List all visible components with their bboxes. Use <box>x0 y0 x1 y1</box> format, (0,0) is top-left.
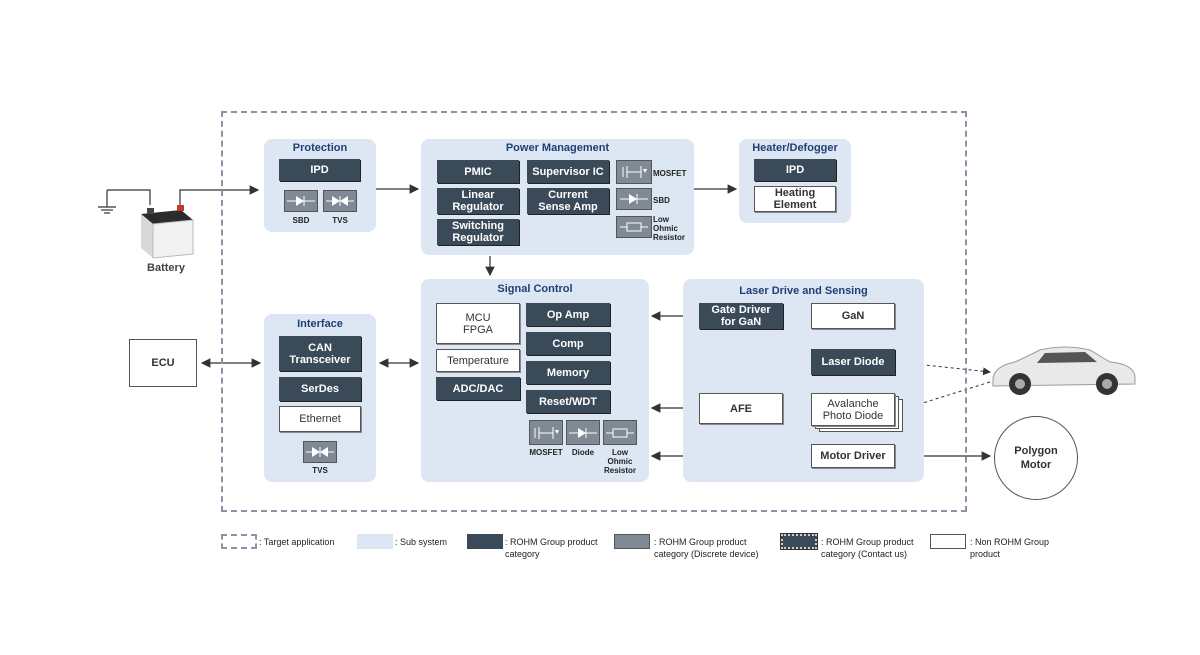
resistor-label: Low Ohmic Resistor <box>653 215 686 242</box>
legend-contact-swatch <box>780 533 818 550</box>
avalanche-photo-diode-box: Avalanche Photo Diode <box>811 393 895 426</box>
legend-discrete-label: : ROHM Group product category (Discrete … <box>654 537 759 559</box>
mosfet-label: MOSFET <box>653 169 687 178</box>
interface-subsystem: Interface CAN Transceiver SerDes Etherne… <box>264 314 376 482</box>
sbd-label: SBD <box>292 216 310 225</box>
afe-box: AFE <box>699 393 783 424</box>
legend-contact-label: : ROHM Group product category (Contact u… <box>821 537 914 559</box>
current-sense-amp-box: Current Sense Amp <box>527 188 609 214</box>
supervisor-ic-box: Supervisor IC <box>527 160 609 183</box>
polygon-motor-circle: Polygon Motor <box>994 416 1078 500</box>
sbd-label: SBD <box>653 196 670 205</box>
adc-dac-box: ADC/DAC <box>436 377 520 400</box>
mosfet-label: MOSFET <box>529 448 563 457</box>
protection-ipd: IPD <box>279 159 360 181</box>
temperature-box: Temperature <box>436 349 520 372</box>
laser-title: Laser Drive and Sensing <box>739 285 868 297</box>
heating-element-box: Heating Element <box>754 186 836 212</box>
ecu-box: ECU <box>129 339 197 387</box>
serdes-box: SerDes <box>279 377 361 401</box>
motor-driver-box: Motor Driver <box>811 444 895 468</box>
legend-non-label: : Non ROHM Group product <box>970 537 1050 559</box>
tvs-icon <box>323 190 357 212</box>
reset-wdt-box: Reset/WDT <box>526 390 610 413</box>
protection-title: Protection <box>292 142 348 154</box>
battery-icon <box>137 200 195 260</box>
power-management-subsystem: Power Management PMIC Supervisor IC Line… <box>421 139 694 255</box>
ethernet-box: Ethernet <box>279 406 361 432</box>
heater-subsystem: Heater/Defogger IPD Heating Element <box>739 139 851 223</box>
legend-sub-label: : Sub system <box>395 537 448 547</box>
legend-discrete-swatch <box>614 534 650 549</box>
target-application-frame <box>221 111 967 512</box>
memory-box: Memory <box>526 361 610 384</box>
tvs-label: TVS <box>332 216 348 225</box>
gate-driver-box: Gate Driver for GaN <box>699 303 783 329</box>
diode-label: Diode <box>571 448 595 457</box>
legend-target-label: : Target application <box>259 537 335 547</box>
legend-non-swatch <box>930 534 966 549</box>
battery-label: Battery <box>147 262 185 274</box>
resistor-label: Low Ohmic Resistor <box>603 448 636 475</box>
protection-subsystem: Protection IPD SBD TVS <box>264 139 376 232</box>
signal-title: Signal Control <box>497 283 573 295</box>
resistor-icon <box>616 216 652 238</box>
legend-rohm-label: : ROHM Group product category <box>505 537 598 559</box>
legend-rohm-swatch <box>467 534 503 549</box>
power-title: Power Management <box>505 142 610 154</box>
switching-regulator-box: Switching Regulator <box>437 219 519 245</box>
legend-target-swatch <box>221 534 257 549</box>
laser-diode-box: Laser Diode <box>811 349 895 375</box>
tvs-label: TVS <box>312 466 328 475</box>
signal-control-subsystem: Signal Control MCU FPGA Temperature ADC/… <box>421 279 649 482</box>
op-amp-box: Op Amp <box>526 303 610 326</box>
interface-title: Interface <box>297 318 343 330</box>
legend-sub-swatch <box>357 534 393 549</box>
linear-regulator-box: Linear Regulator <box>437 188 519 214</box>
car-icon <box>985 340 1140 400</box>
heater-title: Heater/Defogger <box>752 142 838 154</box>
tvs-icon <box>303 441 337 463</box>
can-transceiver-box: CAN Transceiver <box>279 336 361 371</box>
pmic-box: PMIC <box>437 160 519 183</box>
comp-box: Comp <box>526 332 610 355</box>
mcu-fpga-box: MCU FPGA <box>436 303 520 344</box>
diode-icon <box>566 420 600 445</box>
mosfet-icon <box>616 160 652 184</box>
resistor-icon <box>603 420 637 445</box>
gan-box: GaN <box>811 303 895 329</box>
mosfet-icon <box>529 420 563 445</box>
sbd-icon <box>616 188 652 210</box>
heater-ipd: IPD <box>754 159 836 181</box>
sbd-icon <box>284 190 318 212</box>
laser-drive-subsystem: Laser Drive and Sensing Gate Driver for … <box>683 279 924 482</box>
